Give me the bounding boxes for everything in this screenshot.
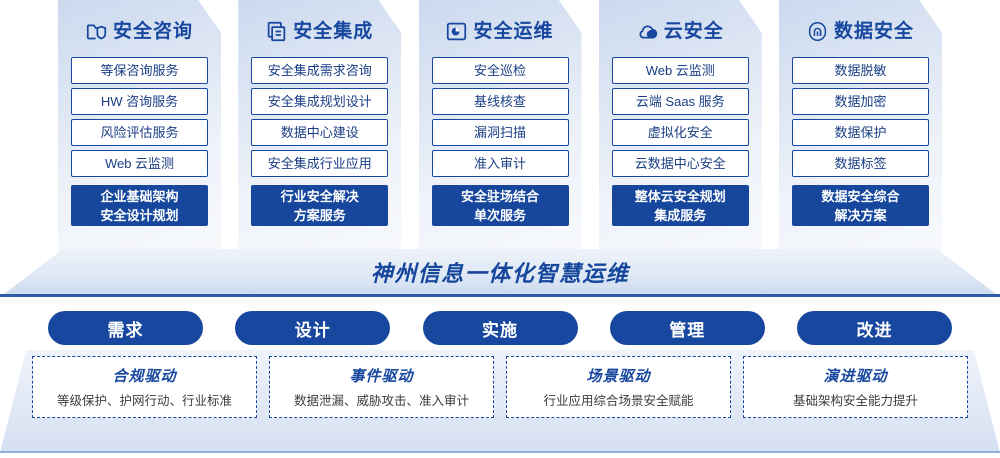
list-item[interactable]: 数据加密 [792,88,929,115]
service-cards-row: 安全咨询 等保咨询服务 HW 咨询服务 风险评估服务 Web 云监测 企业基础架… [58,0,942,252]
list-item[interactable]: 安全集成规划设计 [251,88,389,115]
driver-title: 事件驱动 [349,368,414,385]
driver-title: 场景驱动 [586,368,651,385]
platform-banner: 神州信息一体化智慧运维 [0,249,1000,297]
card-item-list: 等保咨询服务 HW 咨询服务 风险评估服务 Web 云监测 企业基础架构 安全设… [71,57,208,226]
driver-card-incident[interactable]: 事件驱动 数据泄漏、威胁攻击、准入审计 [269,356,494,418]
card-primary-solution[interactable]: 企业基础架构 安全设计规划 [71,185,208,226]
driver-title: 合规驱动 [112,368,177,385]
list-item[interactable]: 数据中心建设 [251,119,389,146]
primary-line-1: 整体云安全规划 [634,188,726,204]
list-item[interactable]: 虚拟化安全 [611,119,749,146]
card-header: 安全集成 [266,14,373,48]
card-primary-solution[interactable]: 数据安全综合 解决方案 [792,185,929,226]
list-item[interactable]: 基线核查 [431,88,569,115]
list-item[interactable]: 安全集成需求咨询 [251,57,389,84]
card-title: 安全集成 [293,20,374,42]
service-card-security-consulting[interactable]: 安全咨询 等保咨询服务 HW 咨询服务 风险评估服务 Web 云监测 企业基础架… [58,0,221,252]
primary-line-1: 数据安全综合 [821,188,900,204]
list-item[interactable]: 安全巡检 [431,57,569,84]
driver-title: 演进驱动 [823,368,888,385]
list-item[interactable]: 风险评估服务 [71,119,208,146]
card-title: 云安全 [663,20,724,42]
list-item[interactable]: 等保咨询服务 [71,57,208,84]
list-item[interactable]: Web 云监测 [71,150,208,177]
service-card-data-security[interactable]: 数据安全 数据脱敏 数据加密 数据保护 数据标签 数据安全综合 解决方案 [779,0,942,252]
drivers-row: 合规驱动 等级保护、护网行动、行业标准 事件驱动 数据泄漏、威胁攻击、准入审计 … [0,356,1000,418]
list-item[interactable]: HW 咨询服务 [71,88,208,115]
list-item[interactable]: 数据标签 [792,150,929,177]
driver-description: 等级保护、护网行动、行业标准 [56,394,232,408]
card-header: 数据安全 [807,14,914,48]
stage-pill-design[interactable]: 设计 [235,311,391,345]
list-item[interactable]: 云端 Saas 服务 [611,88,749,115]
card-item-list: 安全巡检 基线核查 漏洞扫描 准入审计 安全驻场结合 单次服务 [431,57,569,226]
list-item[interactable]: Web 云监测 [611,57,749,84]
card-title: 安全运维 [473,20,554,42]
primary-line-2: 安全设计规划 [100,207,179,223]
list-item[interactable]: 数据脱敏 [792,57,929,84]
card-header: 安全运维 [446,14,553,48]
stage-pill-improvement[interactable]: 改进 [797,311,952,345]
lifecycle-stage-row: 需求 设计 实施 管理 改进 [0,311,1000,345]
list-item[interactable]: 漏洞扫描 [431,119,569,146]
cloud-icon [637,21,658,42]
card-title: 数据安全 [833,20,914,42]
primary-line-2: 方案服务 [293,207,346,223]
card-primary-solution[interactable]: 行业安全解决 方案服务 [251,185,389,226]
card-primary-solution[interactable]: 安全驻场结合 单次服务 [431,185,569,226]
card-item-list: 安全集成需求咨询 安全集成规划设计 数据中心建设 安全集成行业应用 行业安全解决… [251,57,389,226]
stage-pill-requirement[interactable]: 需求 [48,311,203,345]
banner-title: 神州信息一体化智慧运维 [370,261,630,286]
stage-pill-implementation[interactable]: 实施 [422,311,578,345]
service-card-cloud-security[interactable]: 云安全 Web 云监测 云端 Saas 服务 虚拟化安全 云数据中心安全 整体云… [598,0,762,252]
list-item[interactable]: 云数据中心安全 [611,150,749,177]
driver-description: 基础架构安全能力提升 [792,394,918,408]
folder-shield-icon [86,21,107,42]
primary-line-2: 解决方案 [834,207,887,223]
primary-line-2: 单次服务 [473,207,526,223]
service-card-security-operations[interactable]: 安全运维 安全巡检 基线核查 漏洞扫描 准入审计 安全驻场结合 单次服务 [418,0,582,252]
primary-line-2: 集成服务 [654,207,707,223]
driver-description: 行业应用综合场景安全赋能 [543,394,694,408]
card-primary-solution[interactable]: 整体云安全规划 集成服务 [611,185,749,226]
drivers-underline [0,451,1000,453]
monitor-chart-icon [446,21,467,42]
driver-card-scenario[interactable]: 场景驱动 行业应用综合场景安全赋能 [506,356,731,418]
banner-underline [0,294,1000,297]
card-header: 云安全 [637,14,724,48]
driver-card-compliance[interactable]: 合规驱动 等级保护、护网行动、行业标准 [32,356,257,418]
primary-line-1: 企业基础架构 [100,188,179,204]
primary-line-1: 安全驻场结合 [460,188,539,204]
card-item-list: Web 云监测 云端 Saas 服务 虚拟化安全 云数据中心安全 整体云安全规划… [611,57,749,226]
card-item-list: 数据脱敏 数据加密 数据保护 数据标签 数据安全综合 解决方案 [792,57,929,226]
driver-description: 数据泄漏、威胁攻击、准入审计 [293,394,469,408]
service-card-security-integration[interactable]: 安全集成 安全集成需求咨询 安全集成规划设计 数据中心建设 安全集成行业应用 行… [238,0,402,252]
list-item[interactable]: 准入审计 [431,150,569,177]
fingerprint-icon [807,21,828,42]
driver-card-evolution[interactable]: 演进驱动 基础架构安全能力提升 [743,356,968,418]
documents-stack-icon [266,21,287,42]
list-item[interactable]: 数据保护 [792,119,929,146]
card-header: 安全咨询 [86,14,193,48]
stage-pill-management[interactable]: 管理 [609,311,765,345]
card-title: 安全咨询 [112,20,193,42]
list-item[interactable]: 安全集成行业应用 [251,150,389,177]
primary-line-1: 行业安全解决 [280,188,359,204]
